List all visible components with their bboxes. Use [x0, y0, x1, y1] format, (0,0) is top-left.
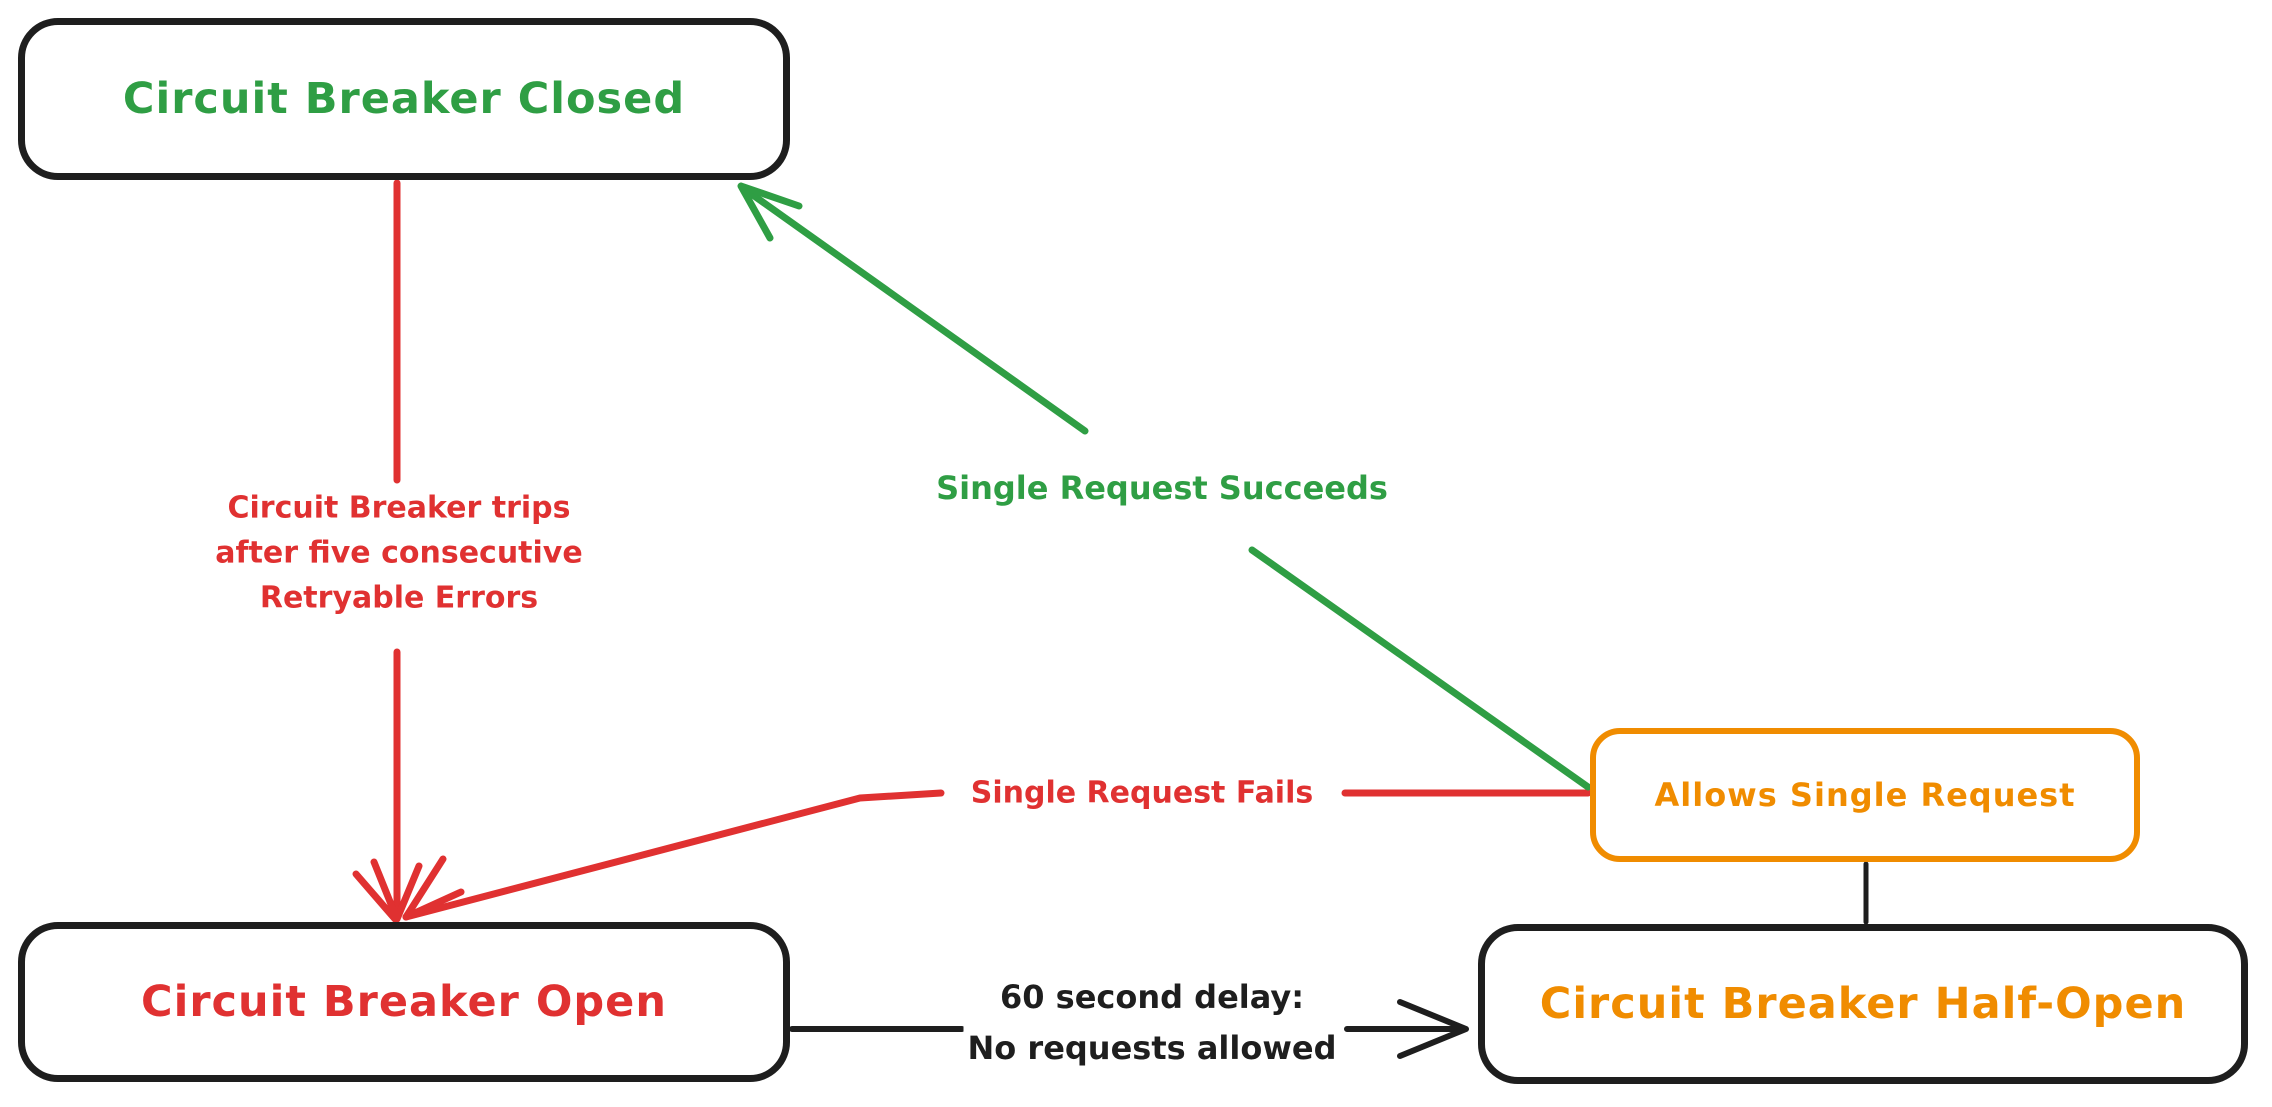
arrow-right-icon — [1397, 999, 1469, 1059]
state-node-closed: Circuit Breaker Closed — [18, 18, 790, 180]
edge-fails-line — [402, 789, 1592, 921]
arrow-up-left-icon — [737, 182, 803, 242]
state-node-allows-single-request: Allows Single Request — [1590, 728, 2140, 862]
arrow-down-icon — [352, 858, 423, 923]
state-node-allows-label: Allows Single Request — [1654, 776, 2076, 814]
edge-succeeds-arrow — [737, 182, 1592, 791]
edge-succeeds-line — [739, 184, 1592, 791]
arrow-down-left-icon — [402, 855, 465, 921]
state-node-half-open: Circuit Breaker Half-Open — [1478, 924, 2248, 1084]
state-node-closed-label: Circuit Breaker Closed — [122, 74, 686, 124]
edge-fails-arrow — [402, 789, 1592, 921]
state-node-half-open-label: Circuit Breaker Half-Open — [1539, 979, 2187, 1029]
state-node-open-label: Circuit Breaker Open — [141, 977, 667, 1027]
edge-label-delay: 60 second delay: No requests allowed — [963, 972, 1341, 1074]
edge-label-succeeds: Single Request Succeeds — [932, 469, 1392, 507]
edge-label-fails: Single Request Fails — [966, 775, 1318, 811]
state-node-open: Circuit Breaker Open — [18, 922, 790, 1082]
edge-delay-arrow — [789, 999, 1469, 1059]
edge-trips-arrow — [352, 179, 423, 923]
edge-label-trips: Circuit Breaker trips after five consecu… — [211, 485, 587, 621]
